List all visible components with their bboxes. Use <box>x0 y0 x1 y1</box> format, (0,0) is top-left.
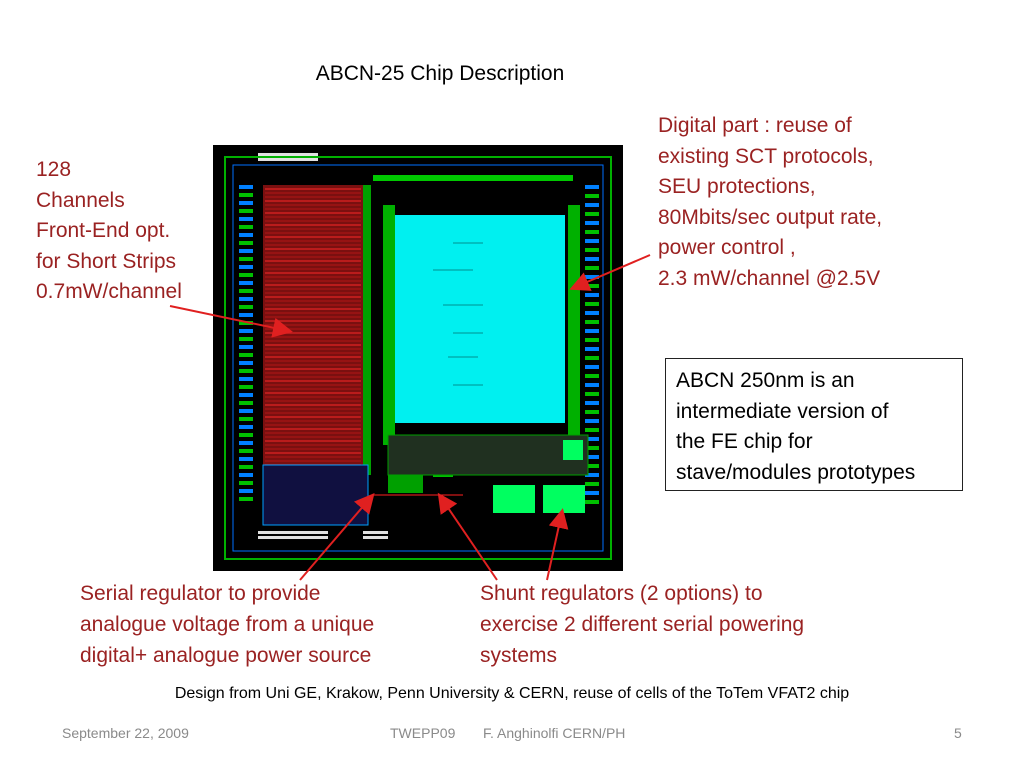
channels-line: Front-End opt. <box>36 219 171 242</box>
serial-line: digital+ analogue power source <box>80 644 372 667</box>
serial-regulator-annotation: Serial regulator to provide analogue vol… <box>80 578 374 671</box>
version-line: ABCN 250nm is an <box>676 369 855 392</box>
shunt-regulator-annotation: Shunt regulators (2 options) to exercise… <box>480 578 804 671</box>
version-note-box: ABCN 250nm is an intermediate version of… <box>665 358 963 491</box>
footer-author: F. Anghinolfi CERN/PH <box>483 725 626 741</box>
digital-line: Digital part : reuse of <box>658 114 852 137</box>
shunt-line: exercise 2 different serial powering <box>480 613 805 636</box>
shunt-line: Shunt regulators (2 options) to <box>480 582 763 605</box>
channels-line: 128 <box>36 158 72 181</box>
page-number: 5 <box>954 725 962 741</box>
footer-event: TWEPP09 <box>390 725 456 741</box>
digital-part-annotation: Digital part : reuse of existing SCT pro… <box>658 111 882 294</box>
version-line: stave/modules prototypes <box>676 460 916 484</box>
channels-annotation: 128 Channels Front-End opt. for Short St… <box>36 155 182 308</box>
channels-line: 0.7mW/channel <box>36 280 182 303</box>
digital-line: power control , <box>658 236 796 259</box>
shunt-line: systems <box>480 644 558 667</box>
slide-title: ABCN-25 Chip Description <box>315 62 565 85</box>
digital-line: existing SCT protocols, <box>658 144 874 168</box>
digital-line: 80Mbits/sec output rate, <box>658 205 883 229</box>
chip-layout-image <box>213 145 623 571</box>
channels-line: for Short Strips <box>36 249 177 273</box>
digital-line: 2.3 mW/channel @2.5V <box>658 266 881 290</box>
channels-line: Channels <box>36 188 125 212</box>
version-line: the FE chip for <box>676 430 813 453</box>
design-credit: Design from Uni GE, Krakow, Penn Univers… <box>174 685 850 702</box>
version-line: intermediate version of <box>676 399 889 423</box>
serial-line: Serial regulator to provide <box>80 582 321 605</box>
digital-line: SEU protections, <box>658 175 816 198</box>
footer-date: September 22, 2009 <box>62 725 189 741</box>
serial-line: analogue voltage from a unique <box>80 613 375 636</box>
